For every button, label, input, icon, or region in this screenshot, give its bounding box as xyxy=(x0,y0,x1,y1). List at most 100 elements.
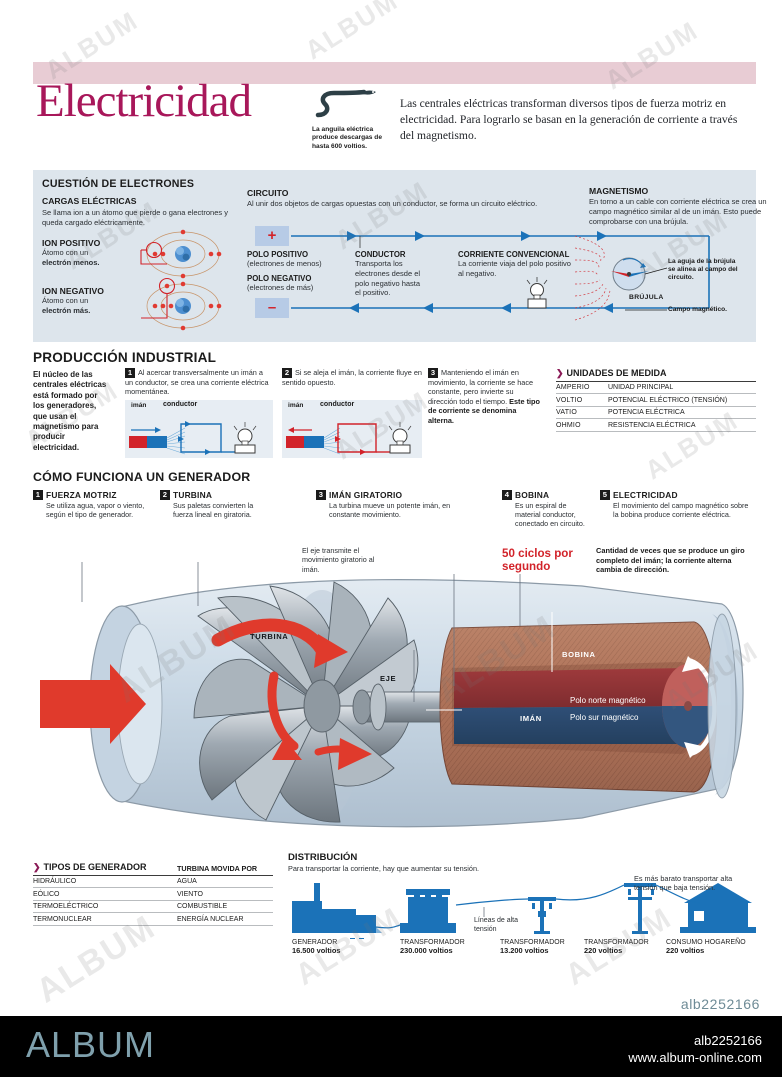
dist-node-2-label: TRANSFORMADOR xyxy=(400,939,465,946)
table-row: AMPERIO UNIDAD PRINCIPAL xyxy=(556,382,756,395)
generator-driver: AGUA xyxy=(177,878,197,886)
high-voltage-lines-label: Líneas de alta tensión xyxy=(474,917,518,933)
generator-driver: VIENTO xyxy=(177,890,203,898)
conductor-label-1: conductor xyxy=(163,401,198,408)
generator-step-1-text: Se utiliza agua, vapor o viento, según e… xyxy=(46,501,145,520)
footer-url[interactable]: www.album-online.com xyxy=(628,1050,762,1065)
cycles-headline: 50 ciclos por segundo xyxy=(502,547,573,573)
conductor-title: CONDUCTOR xyxy=(355,250,406,259)
magnet-label: imán xyxy=(131,402,147,409)
footer-bar: ALBUM alb2252166 www.album-online.com xyxy=(0,1016,782,1077)
generator-section-title: CÓMO FUNCIONA UN GENERADOR xyxy=(33,470,251,484)
electric-eel-icon xyxy=(315,89,376,118)
dist-node-2: TRANSFORMADOR 230.000 voltios xyxy=(400,939,465,955)
table-row: TERMONUCLEAR ENERGÍA NUCLEAR xyxy=(33,913,273,926)
electrons-section-title: CUESTIÓN DE ELECTRONES xyxy=(42,178,195,190)
generator-type: TERMOELÉCTRICO xyxy=(33,903,99,911)
compass-field-diagram xyxy=(574,235,668,321)
positive-pole-box: + xyxy=(255,226,289,246)
step-text: Si se aleja el imán, la corriente fluye … xyxy=(282,368,422,387)
label-iman: IMÁN xyxy=(520,714,542,723)
generator-step-3-text: La turbina mueve un potente imán, en con… xyxy=(329,501,451,520)
industrial-lead: El núcleo de las centrales eléctricas es… xyxy=(33,370,107,452)
conductor-label-2: conductor xyxy=(320,401,355,408)
circuit-title: CIRCUITO xyxy=(247,188,289,198)
dist-node-5-value: 220 voltios xyxy=(666,946,705,955)
eel-figure: La anguila eléctrica produce descargas d… xyxy=(312,85,394,151)
unit-meaning: UNIDAD PRINCIPAL xyxy=(608,384,674,392)
album-logo: ALBUM xyxy=(26,1024,156,1065)
distribution-title: DISTRIBUCIÓN xyxy=(288,852,358,863)
unit-meaning: RESISTENCIA ELÉCTRICA xyxy=(608,421,696,429)
dist-node-3-label: TRANSFORMADOR xyxy=(500,939,565,946)
asset-code: alb2252166 xyxy=(680,996,760,1012)
dist-node-3: TRANSFORMADOR 13.200 voltios xyxy=(500,939,565,955)
pole-negative-sub: (electrones de más) xyxy=(247,283,314,292)
circuit-block: CIRCUITO Al unir dos objetos de cargas o… xyxy=(247,188,567,209)
charges-title: CARGAS ELÉCTRICAS xyxy=(42,196,137,206)
shaft-note: El eje transmite el movimiento giratorio… xyxy=(302,546,375,574)
step-number: 2 xyxy=(282,368,292,378)
magnetism-block: MAGNETISMO En torno a un cable con corri… xyxy=(589,186,779,226)
dist-node-5-label: CONSUMO HOGAREÑO xyxy=(666,939,746,946)
pole-negative-label: POLO NEGATIVO (electrones de más) xyxy=(247,274,347,293)
ion-negative-title: ION NEGATIVO xyxy=(42,286,104,296)
table-row: VOLTIO POTENCIAL ELÉCTRICO (TENSIÓN) xyxy=(556,394,756,407)
negative-pole-box: – xyxy=(255,298,289,318)
table-row: VATIO POTENCIA ELÉCTRICA xyxy=(556,407,756,420)
generator-step-4-text: Es un espiral de material conductor, con… xyxy=(515,501,585,529)
eel-caption: La anguila eléctrica produce descargas d… xyxy=(312,126,382,150)
current-text: La corriente viaja del polo positivo al … xyxy=(458,259,571,278)
ion-negative-highlight: electrón más. xyxy=(42,305,91,315)
generator-cutaway-svg xyxy=(40,562,744,828)
unit-name: OHMIO xyxy=(556,421,581,429)
label-bobina: BOBINA xyxy=(562,650,596,659)
header-band xyxy=(33,62,756,84)
table-row: TERMOELÉCTRICO COMBUSTIBLE xyxy=(33,901,273,914)
house-icon xyxy=(680,883,756,933)
ion-positive-block: ION POSITIVO Átomo con un electrón menos… xyxy=(42,238,152,268)
dist-node-1-value: 16.500 voltios xyxy=(292,946,341,955)
label-eje: EJE xyxy=(380,674,397,683)
circuit-text: Al unir dos objetos de cargas opuestas c… xyxy=(247,199,538,208)
generator-type: HIDRÁULICO xyxy=(33,878,77,886)
unit-name: AMPERIO xyxy=(556,384,590,392)
conductor-label: CONDUCTOR Transporta los electrones desd… xyxy=(355,250,421,298)
pole-positive-label: POLO POSITIVO (electrones de menos) xyxy=(247,250,347,269)
magnetism-text: En torno a un cable con corriente eléctr… xyxy=(589,197,767,226)
magnet-label: imán xyxy=(288,402,304,409)
unit-meaning: POTENCIAL ELÉCTRICO (TENSIÓN) xyxy=(608,396,728,404)
distribution-text: Para transportar la corriente, hay que a… xyxy=(288,864,480,873)
dist-node-4-value: 220 voltios xyxy=(584,946,623,955)
field-note: Campo magnético. xyxy=(668,306,727,313)
generator-type: TERMONUCLEAR xyxy=(33,915,92,923)
footer-asset-code: alb2252166 xyxy=(694,1033,762,1048)
industrial-step-1-figure: imán conductor xyxy=(125,400,273,458)
footer-meta: alb2252166 www.album-online.com xyxy=(628,1032,762,1066)
pole-negative-title: POLO NEGATIVO xyxy=(247,274,312,283)
label-polo-norte: Polo norte magnético xyxy=(570,696,646,705)
units-table: ❯UNIDADES DE MEDIDA AMPERIO UNIDAD PRINC… xyxy=(556,368,756,432)
current-title: CORRIENTE CONVENCIONAL xyxy=(458,250,570,259)
ion-positive-text: Átomo con un xyxy=(42,248,89,257)
generator-illustration: TURBINA EJE BOBINA IMÁN Polo norte magné… xyxy=(22,556,758,856)
watermark: ALBUM xyxy=(299,0,404,66)
generator-type: EÓLICO xyxy=(33,890,60,898)
magnet-conductor-diagram-2 xyxy=(286,422,412,455)
conductor-text: Transporta los electrones desde el polo … xyxy=(355,259,421,298)
power-plant-icon xyxy=(292,883,382,933)
tipos-table: ❯TIPOS DE GENERADOR TURBINA MOVIDA POR H… xyxy=(33,862,273,926)
table-row: OHMIO RESISTENCIA ELÉCTRICA xyxy=(556,419,756,432)
unit-name: VATIO xyxy=(556,409,577,417)
dist-node-4: TRANSFORMADOR 220 voltios xyxy=(584,939,649,955)
pole-positive-sub: (electrones de menos) xyxy=(247,259,322,268)
step-text-bold: Este tipo de corriente se denomina alter… xyxy=(428,396,540,425)
